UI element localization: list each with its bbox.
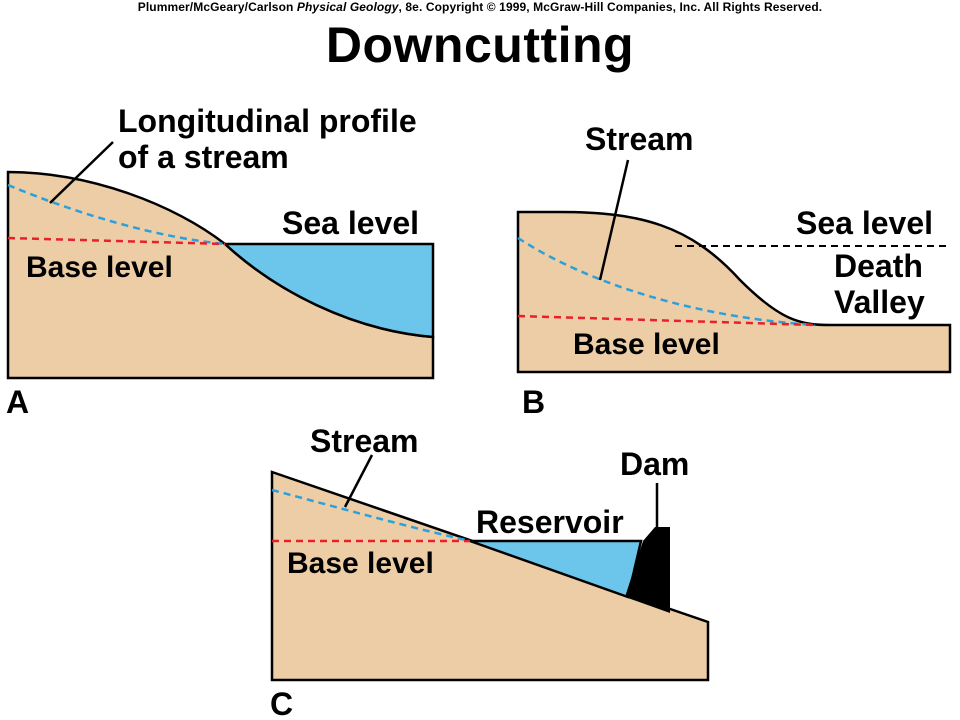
panel-c-stream-label: Stream — [310, 423, 419, 459]
panel-b-death-valley-line1: Death — [834, 248, 923, 284]
panel-a: Longitudinal profile of a stream Sea lev… — [6, 103, 435, 420]
panel-b-stream-leader — [598, 159, 630, 281]
panel-a-sea — [221, 242, 435, 339]
panel-a-letter: A — [6, 384, 29, 420]
panel-a-sea-level-label: Sea level — [282, 205, 419, 241]
panel-c-stream-profile — [271, 488, 471, 543]
panel-b-base-level-label: Base level — [573, 328, 720, 361]
panel-a-base-level-label: Base level — [26, 251, 173, 284]
credit-rest: , 8e. Copyright © 1999, McGraw-Hill Comp… — [398, 0, 823, 14]
panel-a-profile-label-line2: of a stream — [118, 139, 289, 175]
panel-c-dam-label: Dam — [620, 446, 689, 482]
panel-b-death-valley-line2: Valley — [834, 284, 925, 320]
panel-a-profile-label-line1: Longitudinal profile — [118, 103, 417, 139]
page-title: Downcutting — [325, 17, 635, 73]
panel-c-letter: C — [270, 686, 293, 720]
credit-authors: Plummer/McGeary/Carlson — [137, 0, 294, 14]
panel-c-reservoir-label: Reservoir — [476, 504, 624, 540]
panel-b-sea-level-label: Sea level — [796, 205, 933, 241]
panel-c-dam — [625, 527, 670, 613]
panel-a-base-level-line — [7, 236, 226, 246]
panel-a-profile-leader — [49, 141, 114, 204]
panel-c: Stream Dam Reservoir Base level C — [270, 423, 710, 720]
copyright-credit: Plummer/McGeary/Carlson Physical Geology… — [0, 0, 960, 14]
panel-a-stream-profile — [7, 183, 226, 246]
panel-c-stream-leader — [343, 454, 374, 508]
panel-b-stream-profile — [517, 236, 816, 327]
panel-b-base-level-line — [517, 314, 816, 327]
panel-b: Stream Sea level Death Valley Base level… — [516, 121, 952, 420]
panel-c-base-level-label: Base level — [287, 547, 434, 580]
panel-b-stream-label: Stream — [585, 121, 694, 157]
panel-b-letter: B — [522, 384, 545, 420]
credit-book: Physical Geology — [296, 0, 399, 14]
